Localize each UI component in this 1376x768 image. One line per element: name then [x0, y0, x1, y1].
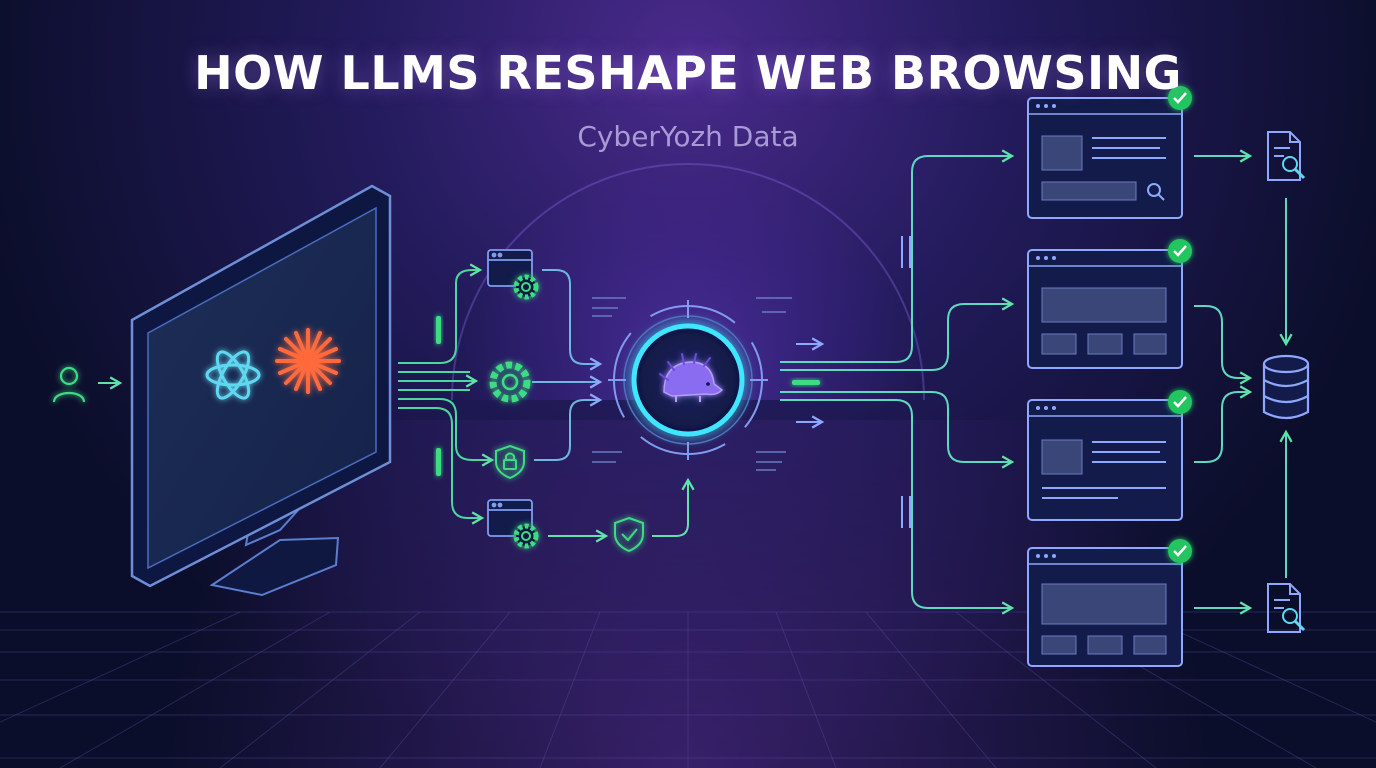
gear-icon [489, 361, 531, 403]
gear-icon [513, 274, 539, 300]
user-icon [52, 366, 86, 403]
web-page-window [1027, 97, 1183, 219]
check-badge-icon [1168, 539, 1192, 563]
check-badge-icon [1168, 86, 1192, 110]
pages-to-data-lines [1194, 149, 1293, 615]
openai-logo-icon [205, 350, 261, 400]
floor-grid [0, 611, 1376, 768]
hub-output-arrows [796, 337, 825, 429]
center-dome-outline [451, 163, 925, 401]
signal-bar-hub [792, 380, 820, 385]
shield-lock-icon [495, 444, 525, 480]
hub-input-lines [532, 269, 695, 543]
hedgehog-icon [659, 353, 724, 402]
document-search-icon [1267, 131, 1306, 181]
page-subtitle: CyberYozh Data [577, 120, 799, 153]
monitor-fanout-lines [398, 263, 495, 525]
signal-bar-top [436, 316, 441, 344]
hub-annotations [592, 297, 792, 471]
claude-logo-icon [275, 328, 341, 394]
web-page-window [1027, 547, 1183, 667]
monitor [130, 184, 392, 597]
database-icon [1262, 354, 1310, 420]
check-badge-icon [1168, 390, 1192, 414]
page-title: HOW LLMS RESHAPE WEB BROWSING [194, 46, 1182, 100]
document-search-icon [1267, 583, 1306, 633]
line-ticks [901, 236, 911, 528]
center-dome-glow [448, 160, 928, 400]
web-page-window [1027, 399, 1183, 521]
gear-icon [513, 523, 539, 549]
shield-check-icon [614, 516, 644, 553]
check-badge-icon [1168, 239, 1192, 263]
signal-bar-bottom [436, 448, 441, 476]
web-page-window [1027, 249, 1183, 369]
hub-to-pages-lines [780, 149, 1015, 615]
